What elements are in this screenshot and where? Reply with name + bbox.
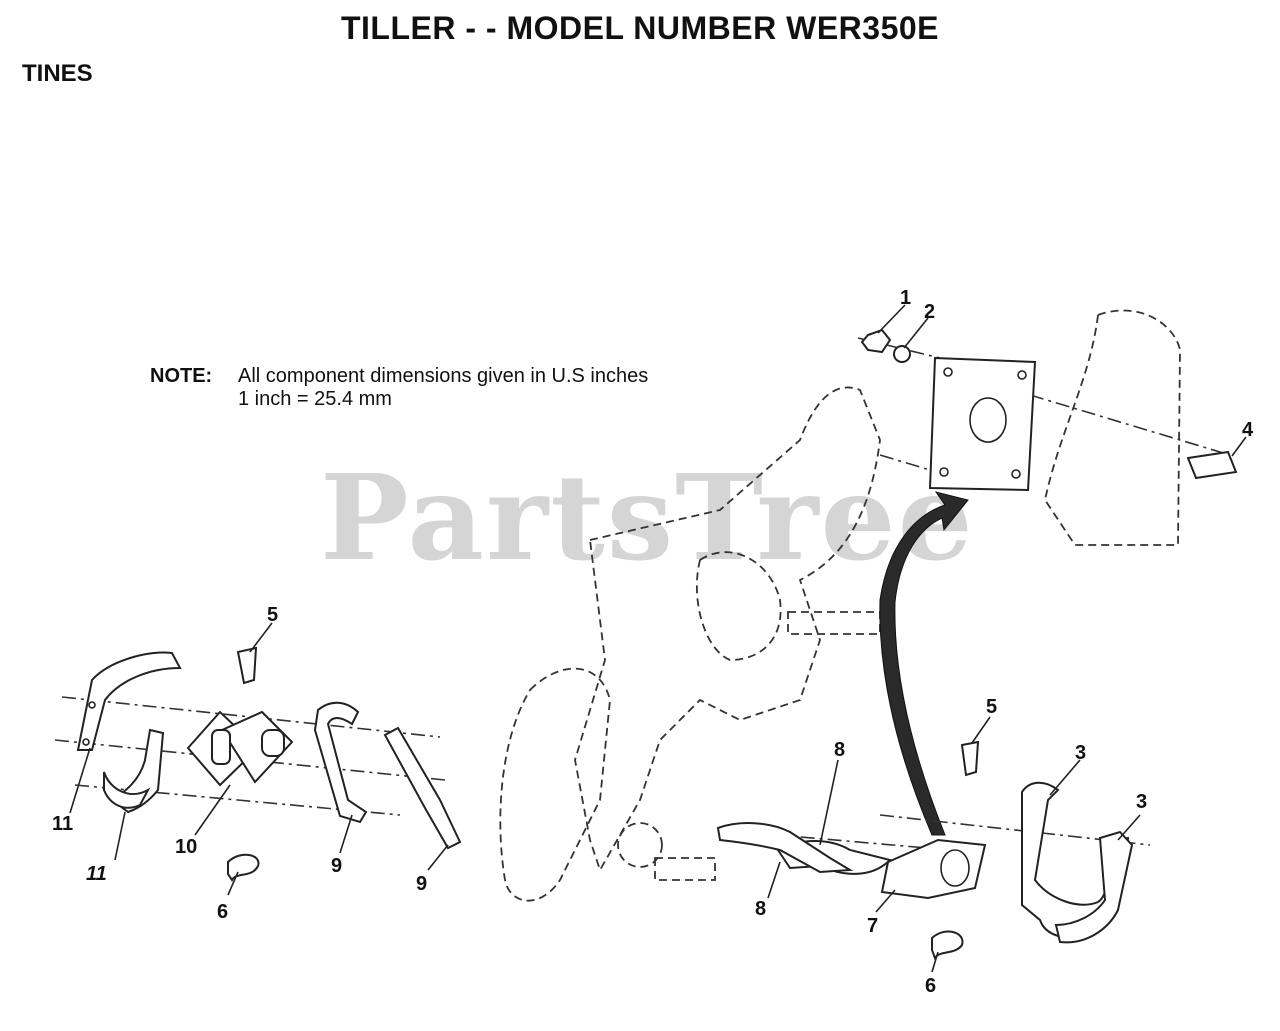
watermark: PartsTree [320, 448, 975, 587]
callout-1: 1 [900, 287, 911, 309]
callout-3: 3 [1136, 791, 1147, 813]
hub-collar [211, 729, 231, 765]
assembly-direction-arrow [879, 491, 969, 836]
inner-tine-8-lower [716, 822, 854, 874]
left-tine-assembly [54, 646, 462, 882]
callout-8: 8 [834, 739, 845, 761]
axis-line [879, 454, 931, 471]
note-line-2: 1 inch = 25.4 mm [238, 388, 392, 410]
callout-4: 4 [1242, 419, 1254, 441]
hairpin-clip [227, 853, 260, 882]
center-bore [940, 849, 970, 887]
note-line-1: All component dimensions given in U.S in… [238, 365, 649, 387]
note-label: NOTE: [150, 365, 213, 387]
callout-2: 2 [924, 301, 935, 323]
callout-9: 9 [416, 873, 427, 895]
callout-9: 9 [331, 855, 342, 877]
bolt-hole [1011, 469, 1021, 479]
transmission-housing [499, 386, 881, 902]
callout-labels: 1 2 4 5 11 10 6 9 9 11 5 8 3 3 8 7 6 [52, 287, 1254, 997]
hex-nut [860, 328, 892, 354]
outer-tine-upper [76, 651, 182, 751]
callout-11: 11 [86, 863, 107, 885]
clevis-pin [960, 740, 980, 777]
bolt-hole [1017, 370, 1027, 380]
callout-5: 5 [267, 604, 278, 626]
bolt-hole [943, 367, 953, 377]
callout-7: 7 [867, 915, 878, 937]
bolt-hole [82, 738, 90, 746]
note-block: NOTE: All component dimensions given in U… [150, 365, 648, 411]
inner-tine [383, 726, 462, 850]
hub-sleeve [261, 729, 285, 757]
bolt-hole [939, 467, 949, 477]
clevis-pin [236, 646, 258, 685]
leader-lines [69, 304, 1247, 973]
tine-outline [1044, 309, 1181, 546]
tine-tip [103, 771, 151, 809]
center-bore [969, 397, 1007, 443]
inner-tine [313, 701, 368, 824]
lock-washer [893, 345, 911, 363]
callout-3: 3 [1075, 742, 1086, 764]
bolt-hole [88, 701, 96, 709]
top-right-assembly [857, 309, 1238, 546]
axis-line [1029, 394, 1231, 456]
section-title: TINES [22, 60, 93, 87]
right-tine-assembly [716, 740, 1151, 961]
carriage-bolt [1186, 450, 1238, 480]
callout-6: 6 [925, 975, 936, 997]
callout-5: 5 [986, 696, 997, 718]
callout-8: 8 [755, 898, 766, 920]
outer-tine-3-lower [1054, 830, 1134, 944]
callout-11: 11 [52, 813, 73, 835]
page-title: TILLER - - MODEL NUMBER WER350E [340, 10, 940, 46]
callout-10: 10 [175, 836, 197, 858]
callout-6: 6 [217, 901, 228, 923]
outer-tine-lower [110, 728, 165, 814]
